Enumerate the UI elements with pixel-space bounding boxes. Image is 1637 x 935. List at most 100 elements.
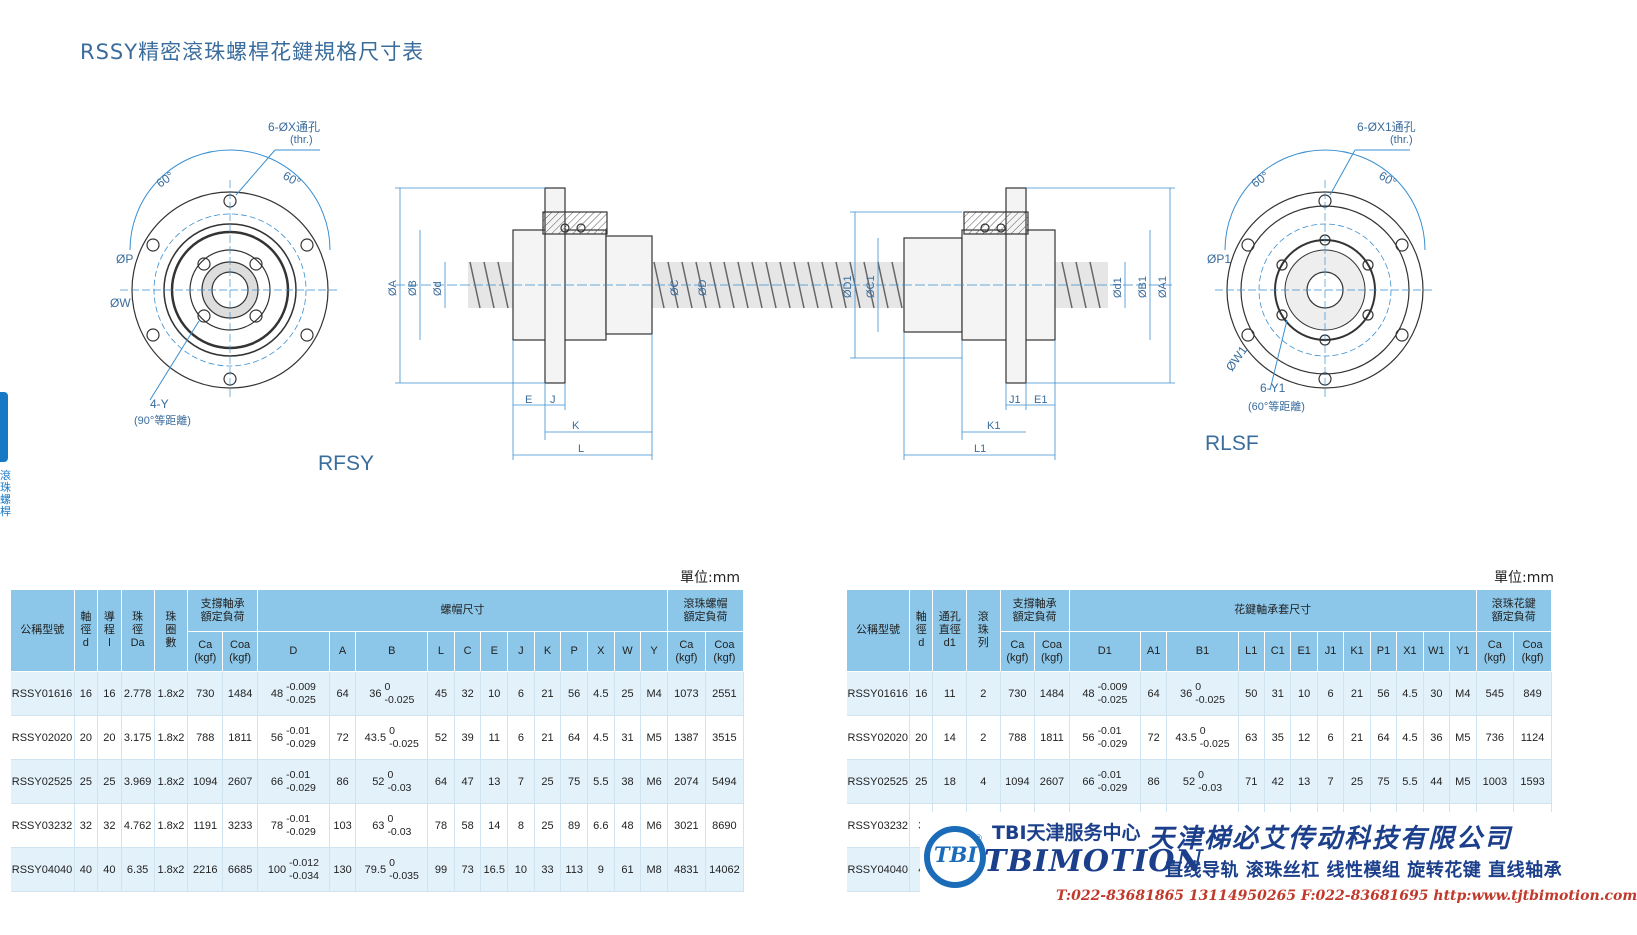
cell-y: M5	[640, 715, 668, 760]
cell-d1: 14	[932, 715, 968, 760]
cell-ca2: 1387	[667, 715, 706, 760]
cell-p: 64	[1370, 715, 1398, 760]
cell-a: 72	[1140, 715, 1168, 760]
rlsf-label: RLSF	[1205, 432, 1259, 455]
cell-y: M4	[1449, 671, 1477, 716]
tolerance-cell: 66-0.01-0.029	[1069, 759, 1141, 804]
product-list: 直线导轨 滚珠丝杠 线性模组 旋转花键 直线轴承	[1165, 860, 1563, 881]
side-tab[interactable]	[0, 392, 8, 462]
unit-label-right: 單位:mm	[1494, 570, 1554, 586]
cell-coa2: 1593	[1513, 759, 1552, 804]
company-name: 天津梯必艾传动科技有限公司	[1148, 824, 1513, 854]
cell-model: RSSY02525	[10, 759, 75, 804]
cell-x: 4.5	[1396, 715, 1424, 760]
tolerance-cell: 78-0.01-0.029	[257, 803, 330, 848]
svg-text:J: J	[550, 394, 556, 406]
cell-j: 8	[507, 803, 535, 848]
cell-l: 40	[97, 847, 122, 892]
tolerance-cell: 56-0.01-0.029	[257, 715, 330, 760]
cell-l: 25	[97, 759, 122, 804]
rfsy-label: RFSY	[318, 452, 375, 475]
cell-x: 4.5	[587, 715, 615, 760]
svg-text:E: E	[525, 394, 532, 406]
cell-e: 11	[480, 715, 509, 760]
tolerance-cell: 520-0.03	[355, 759, 429, 804]
cell-p: 64	[560, 715, 588, 760]
cell-ca2: 736	[1476, 715, 1515, 760]
cell-p: 56	[560, 671, 588, 716]
svg-text:60°: 60°	[281, 168, 304, 189]
svg-text:60°: 60°	[1249, 168, 1272, 190]
cell-c: 73	[454, 847, 482, 892]
cell-c: 39	[454, 715, 482, 760]
cell-d: 25	[909, 759, 934, 804]
cell-ca: 1191	[187, 803, 224, 848]
cell-d1: 18	[932, 759, 968, 804]
svg-text:ØW: ØW	[110, 296, 131, 310]
cell-w: 36	[1423, 715, 1451, 760]
tolerance-cell: 520-0.03	[1166, 759, 1239, 804]
cell-k: 25	[1343, 759, 1371, 804]
cell-d: 25	[74, 759, 99, 804]
cell-model: RSSY01616	[10, 671, 75, 716]
svg-text:ØB: ØB	[407, 280, 419, 296]
cell-x: 6.6	[587, 803, 615, 848]
cell-da: 2.778	[121, 671, 155, 716]
cell-k: 25	[534, 759, 562, 804]
cell-n: 2	[966, 715, 1001, 760]
cell-j: 6	[1317, 671, 1345, 716]
unit-label-left: 單位:mm	[680, 570, 740, 586]
cell-c: 47	[454, 759, 482, 804]
cell-e: 16.5	[480, 847, 509, 892]
cell-d: 32	[74, 803, 99, 848]
tolerance-cell: 56-0.01-0.029	[1069, 715, 1141, 760]
cell-w: 48	[614, 803, 642, 848]
cell-da: 6.35	[121, 847, 155, 892]
cell-a: 72	[329, 715, 357, 760]
cell-model: RSSY02020	[846, 715, 911, 760]
svg-text:K: K	[572, 420, 580, 432]
cell-coa2: 2551	[705, 671, 745, 716]
company-logo-banner: TBI ® TBI天津服务中心 TBIMOTION 天津梯必艾传动科技有限公司 …	[920, 812, 1637, 935]
cell-l: 78	[427, 803, 455, 848]
cell-loop: 1.8x2	[154, 671, 189, 716]
svg-text:6-ØX1通孔: 6-ØX1通孔	[1357, 120, 1416, 134]
cell-coa2: 14062	[705, 847, 745, 892]
cell-loop: 1.8x2	[154, 847, 189, 892]
cell-y: M6	[640, 759, 668, 804]
rfsy-front-view	[120, 149, 340, 401]
cell-a: 64	[1140, 671, 1168, 716]
th-nut: 螺帽尺寸	[257, 589, 668, 632]
cell-l: 63	[1238, 715, 1266, 760]
cell-w: 44	[1423, 759, 1451, 804]
cell-e: 13	[480, 759, 509, 804]
cell-x: 4.5	[587, 671, 615, 716]
cell-ca2: 1003	[1476, 759, 1515, 804]
cell-w: 31	[614, 715, 642, 760]
cell-ca2: 1073	[667, 671, 706, 716]
cell-d1: 11	[932, 671, 968, 716]
cell-loop: 1.8x2	[154, 759, 189, 804]
cell-d: 40	[74, 847, 99, 892]
svg-text:E1: E1	[1034, 394, 1047, 406]
cell-ca2: 4831	[667, 847, 706, 892]
holes-sub: (thr.)	[290, 134, 313, 146]
side-tab-text: 滾珠螺桿	[0, 469, 11, 518]
cell-a: 130	[329, 847, 357, 892]
svg-text:ØP: ØP	[116, 252, 133, 266]
cell-y: M8	[640, 847, 668, 892]
tolerance-cell: 100-0.012-0.034	[257, 847, 330, 892]
cell-model: RSSY04040	[10, 847, 75, 892]
cell-j: 7	[1317, 759, 1345, 804]
cell-p: 113	[560, 847, 588, 892]
cell-a: 86	[1140, 759, 1168, 804]
cell-coa: 1811	[1034, 715, 1070, 760]
cell-k: 21	[534, 715, 562, 760]
